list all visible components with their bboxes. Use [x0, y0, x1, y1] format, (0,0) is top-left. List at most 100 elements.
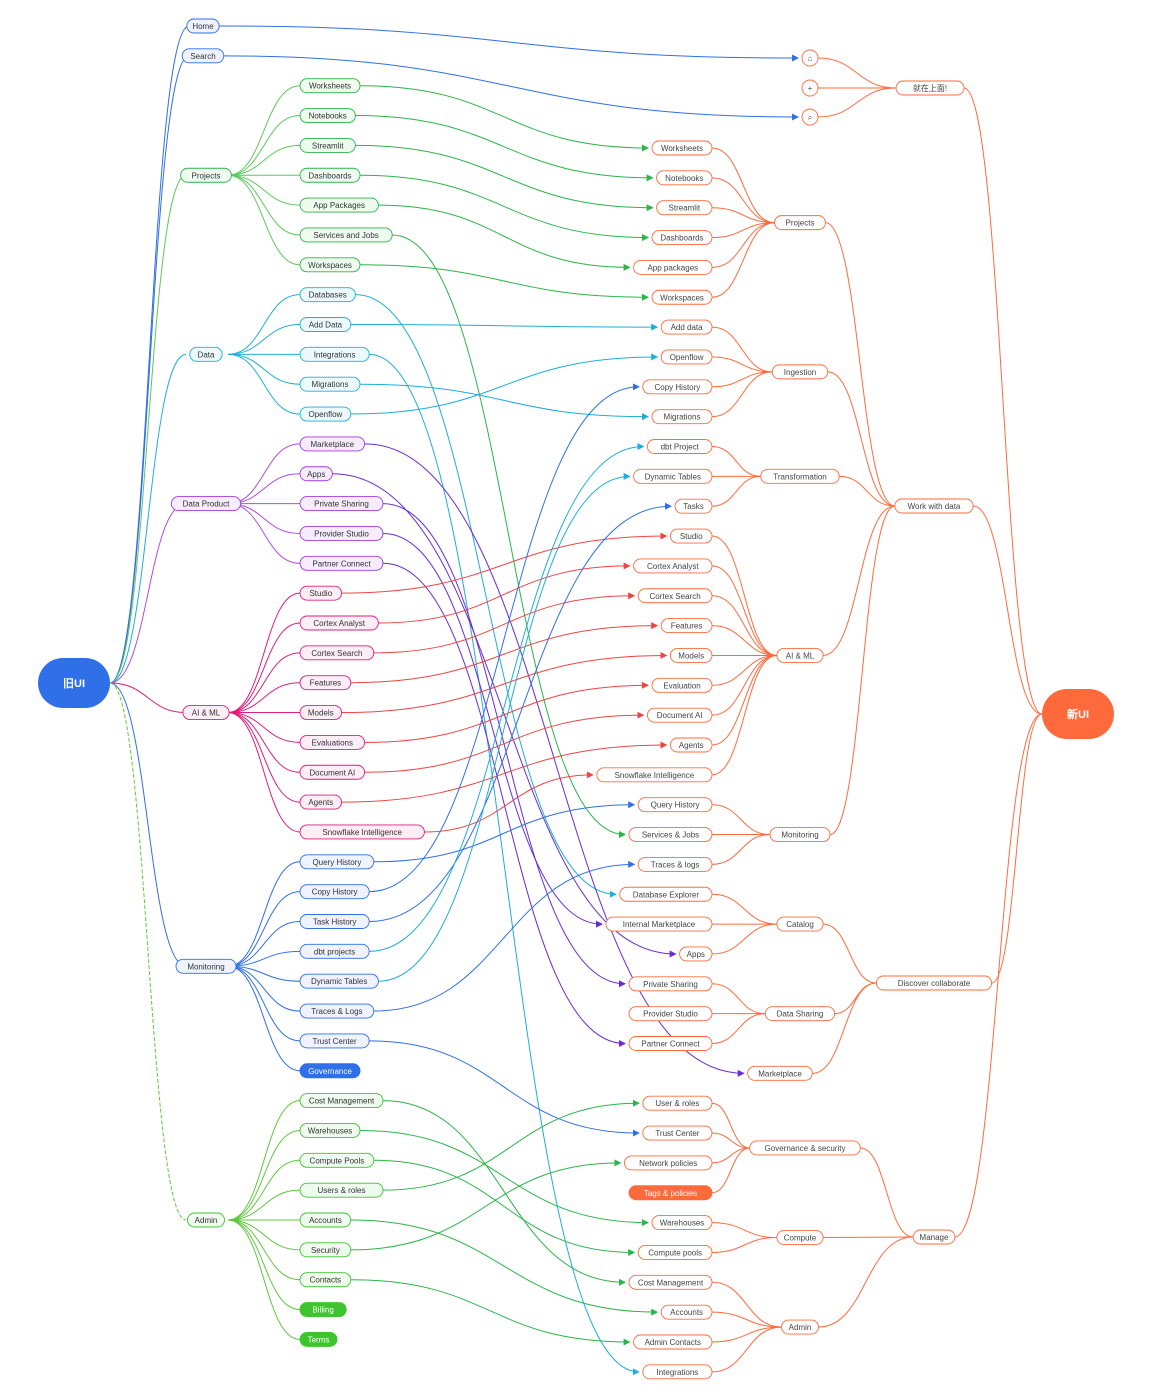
old-node-marketplace: Marketplace	[299, 436, 366, 452]
node-label: Accounts	[670, 1308, 703, 1317]
node-label: Workspaces	[660, 293, 704, 302]
node-label: Trust Center	[655, 1129, 699, 1138]
new-branch	[711, 1147, 750, 1194]
node-label: Provider Studio	[314, 529, 369, 538]
node-label: Transformation	[773, 472, 827, 481]
node-label: Dynamic Tables	[645, 472, 701, 481]
root-branch	[109, 55, 190, 684]
migration-arrow	[359, 1129, 649, 1227]
old-node-warehouses: Warehouses	[299, 1122, 361, 1138]
new-branch	[711, 1281, 782, 1328]
node-label: 就在上面!	[913, 83, 947, 93]
migration-arrow	[350, 1279, 631, 1346]
new-group-catalog: Catalog	[776, 916, 824, 932]
old-node-traces-logs: Traces & Logs	[299, 1003, 375, 1019]
new-node-worksheets: Worksheets	[651, 140, 713, 156]
old-group-data: Data	[189, 346, 223, 362]
node-label: Openflow	[670, 353, 704, 362]
new-branch	[711, 222, 775, 268]
plus-icon[interactable]: +	[801, 79, 819, 97]
new-node-traces-logs: Traces & logs	[637, 856, 713, 872]
group-branch	[227, 294, 301, 355]
group-branch	[227, 1189, 301, 1221]
node-label: Worksheets	[309, 82, 351, 91]
migration-arrow	[359, 383, 649, 421]
migration-arrow	[424, 771, 594, 833]
migration-arrow	[350, 622, 659, 684]
new-node-services-jobs: Services & Jobs	[628, 827, 713, 842]
migration-arrow	[219, 25, 799, 62]
node-label: Network policies	[639, 1159, 697, 1168]
new-node-dashboards: Dashboards	[651, 230, 713, 246]
new-node-snowflake-intelligence: Snowflake Intelligence	[596, 767, 713, 783]
migration-arrow	[364, 681, 649, 743]
group-branch	[227, 965, 301, 1012]
new-node-dynamic-tables: Dynamic Tables	[633, 468, 713, 484]
old-node-dbt-projects: dbt projects	[299, 943, 370, 959]
new-branch	[711, 1326, 782, 1343]
node-label: Notebooks	[665, 174, 703, 183]
new-top-label: 就在上面!	[895, 80, 965, 96]
node-label: Dashboards	[308, 171, 351, 180]
migration-arrow	[350, 1219, 659, 1316]
new-branch	[812, 982, 877, 1074]
group-branch	[227, 443, 301, 505]
old-node-snowflake-intelligence: Snowflake Intelligence	[299, 824, 425, 840]
group-branch	[227, 353, 301, 385]
node-label: Integrations	[314, 350, 356, 359]
new-node-marketplace: Marketplace	[747, 1065, 813, 1081]
search-icon[interactable]: ⌕	[801, 108, 819, 126]
migration-arrow	[373, 801, 636, 863]
node-label: dbt projects	[314, 947, 355, 956]
new-branch	[860, 1147, 914, 1238]
group-branch	[227, 353, 301, 415]
old-node-integrations: Integrations	[299, 346, 370, 362]
group-branch	[227, 712, 301, 833]
node-label: Cost Management	[638, 1278, 704, 1287]
node-label: Openflow	[309, 410, 343, 419]
migration-arrow	[350, 323, 659, 331]
node-label: Query History	[651, 801, 700, 810]
node-label: Admin Contacts	[645, 1338, 701, 1347]
new-node-evaluation: Evaluation	[651, 677, 713, 693]
new-branch	[834, 982, 877, 1015]
old-node-workspaces: Workspaces	[299, 257, 361, 273]
old-ui-root: 旧UI	[38, 658, 110, 708]
new-branch	[711, 625, 777, 656]
old-node-app-packages: App Packages	[299, 197, 379, 213]
new-branch	[711, 222, 775, 239]
old-node-private-sharing: Private Sharing	[299, 496, 384, 512]
migration-arrow	[369, 383, 640, 893]
old-node-openflow: Openflow	[299, 406, 352, 422]
new-branch	[823, 1236, 914, 1239]
new-node-apps: Apps	[679, 946, 713, 962]
new-group-admin: Admin	[781, 1319, 819, 1335]
new-branch	[711, 1102, 750, 1149]
home-icon[interactable]: ⌂	[801, 49, 819, 67]
new-branch	[818, 1236, 914, 1328]
new-group-governance-security: Governance & security	[749, 1140, 861, 1156]
node-label: Contacts	[310, 1276, 342, 1285]
old-node-trust-center: Trust Center	[299, 1033, 370, 1049]
migration-arrow	[378, 204, 631, 271]
group-branch	[227, 1159, 301, 1221]
node-label: Task History	[313, 918, 357, 927]
new-branch	[711, 1147, 750, 1164]
new-branch	[823, 923, 877, 984]
old-node-copy-history: Copy History	[299, 884, 370, 900]
node-label: dbt Project	[661, 443, 700, 452]
node-label: Marketplace	[311, 440, 355, 449]
node-label: Document AI	[309, 768, 355, 777]
group-branch	[227, 652, 301, 714]
migration-arrow	[369, 502, 672, 922]
new-node-cortex-search: Cortex Search	[637, 588, 713, 604]
new-branch	[711, 565, 777, 656]
node-label: Snowflake Intelligence	[322, 828, 402, 837]
node-label: Search	[190, 52, 215, 61]
node-label: Warehouses	[308, 1126, 353, 1135]
new-branch	[711, 1222, 777, 1239]
old-node-home: Home	[186, 18, 220, 34]
node-label: Studio	[309, 589, 332, 598]
old-node-compute-pools: Compute Pools	[299, 1152, 375, 1168]
new-group-ingestion: Ingestion	[771, 364, 829, 380]
